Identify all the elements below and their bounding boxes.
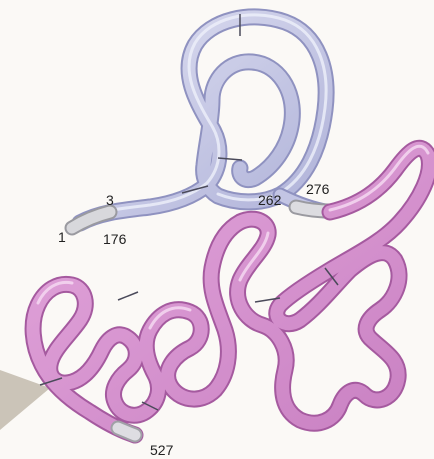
residue-label-276: 276: [306, 181, 330, 197]
residue-label-3: 3: [106, 192, 114, 208]
disulfide-bond: [118, 292, 138, 300]
residue-label-1: 1: [58, 229, 66, 245]
pink-domain: [33, 146, 429, 435]
residue-label-176: 176: [103, 231, 127, 247]
residue-label-527: 527: [150, 442, 174, 458]
residue-label-262: 262: [258, 192, 282, 208]
grey-c-terminal-body: [118, 428, 135, 435]
